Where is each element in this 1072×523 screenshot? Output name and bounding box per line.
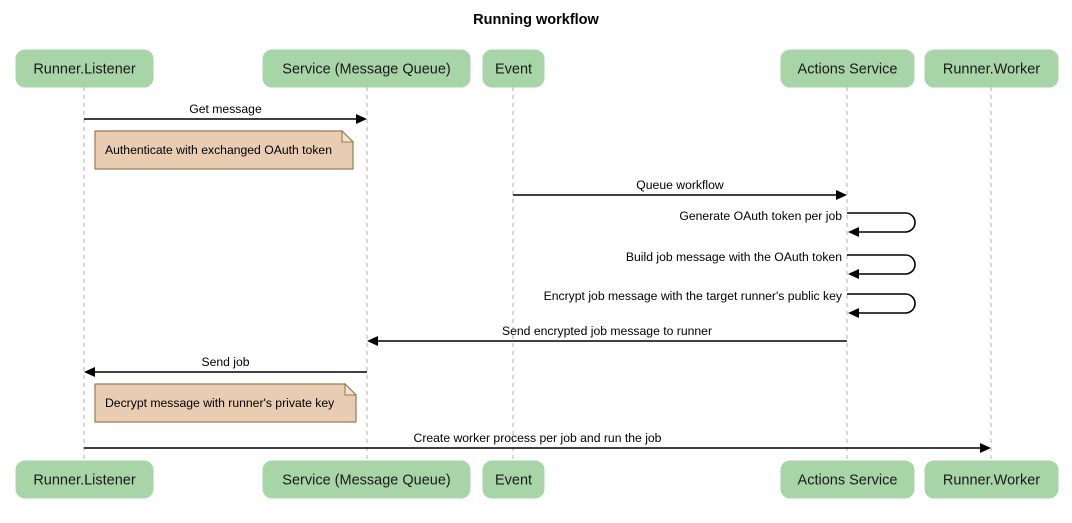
diagram-title: Running workflow (473, 12, 599, 28)
participant-box (482, 460, 545, 499)
participant-runner-worker-header[interactable]: Runner.Worker (924, 49, 1059, 88)
participant-label: Event (495, 472, 532, 488)
message-generate-oauth-token-per-job[interactable]: Generate OAuth token per job (679, 209, 916, 237)
message-send-encrypted-job-message-to-runner[interactable]: Send encrypted job message to runner (367, 324, 847, 346)
note-label: Authenticate with exchanged OAuth token (105, 143, 332, 157)
message-label: Queue workflow (636, 178, 724, 192)
arrowhead-icon (836, 190, 847, 200)
participant-label: Actions Service (798, 472, 898, 488)
participant-box (15, 460, 154, 499)
note-body (94, 383, 357, 423)
participant-box (780, 460, 915, 499)
self-loop-path (847, 293, 916, 314)
message-label: Send encrypted job message to runner (502, 324, 712, 338)
participant-label: Actions Service (798, 61, 898, 77)
message-get-message[interactable]: Get message (84, 102, 367, 124)
note-decrypt-message-with-runners-private-key: Decrypt message with runner's private ke… (94, 382, 358, 423)
participant-box (262, 49, 471, 88)
participant-event-footer[interactable]: Event (482, 460, 545, 499)
lifeline-layer (83, 87, 992, 461)
self-loop-path (847, 212, 916, 233)
message-label: Send job (201, 355, 249, 369)
participant-runner-worker-footer[interactable]: Runner.Worker (924, 460, 1059, 499)
arrowhead-icon (356, 114, 367, 124)
message-encrypt-job-message-with-the-target-runners-public-key[interactable]: Encrypt job message with the target runn… (544, 289, 916, 318)
note-layer: Authenticate with exchanged OAuth tokenD… (94, 129, 358, 423)
message-label: Get message (189, 102, 262, 116)
participant-runner-listener-header[interactable]: Runner.Listener (15, 49, 154, 88)
participant-label: Runner.Listener (33, 61, 136, 77)
participant-service-message-queue-header[interactable]: Service (Message Queue) (262, 49, 471, 88)
self-loop-path (847, 254, 916, 275)
arrowhead-icon (980, 443, 991, 453)
message-label: Generate OAuth token per job (679, 209, 842, 223)
arrowhead-icon (848, 269, 859, 279)
participant-label: Runner.Worker (943, 472, 1040, 488)
message-create-worker-process-per-job-and-run-the-job[interactable]: Create worker process per job and run th… (84, 431, 991, 453)
message-label: Encrypt job message with the target runn… (544, 289, 843, 303)
participant-label: Event (495, 61, 532, 77)
arrowhead-icon (367, 336, 378, 346)
participant-box (15, 49, 154, 88)
participant-service-message-queue-footer[interactable]: Service (Message Queue) (262, 460, 471, 499)
participant-box (262, 460, 471, 499)
note-fold-corner-icon (341, 129, 355, 143)
note-label: Decrypt message with runner's private ke… (105, 396, 335, 410)
note-authenticate-with-exchanged-oauth-token: Authenticate with exchanged OAuth token (94, 129, 355, 170)
message-build-job-message-with-the-oauth-token[interactable]: Build job message with the OAuth token (626, 250, 916, 279)
arrowhead-icon (848, 308, 859, 318)
participant-label: Service (Message Queue) (282, 472, 450, 488)
participant-box (482, 49, 545, 88)
message-label: Build job message with the OAuth token (626, 250, 842, 264)
message-send-job[interactable]: Send job (84, 355, 367, 377)
diagram-title-layer: Running workflow (473, 12, 599, 28)
participant-actions-service-footer[interactable]: Actions Service (780, 460, 915, 499)
participant-label: Service (Message Queue) (282, 61, 450, 77)
participant-event-header[interactable]: Event (482, 49, 545, 88)
arrowhead-icon (848, 227, 859, 237)
participant-actions-service-header[interactable]: Actions Service (780, 49, 915, 88)
participant-box (924, 460, 1059, 499)
participant-box (924, 49, 1059, 88)
message-label: Create worker process per job and run th… (414, 431, 662, 445)
participant-box (780, 49, 915, 88)
participant-runner-listener-footer[interactable]: Runner.Listener (15, 460, 154, 499)
arrowhead-icon (84, 367, 95, 377)
participant-label: Runner.Listener (33, 472, 136, 488)
message-queue-workflow[interactable]: Queue workflow (513, 178, 847, 200)
participant-label: Runner.Worker (943, 61, 1040, 77)
note-fold-corner-icon (344, 382, 358, 396)
note-body (94, 130, 354, 170)
